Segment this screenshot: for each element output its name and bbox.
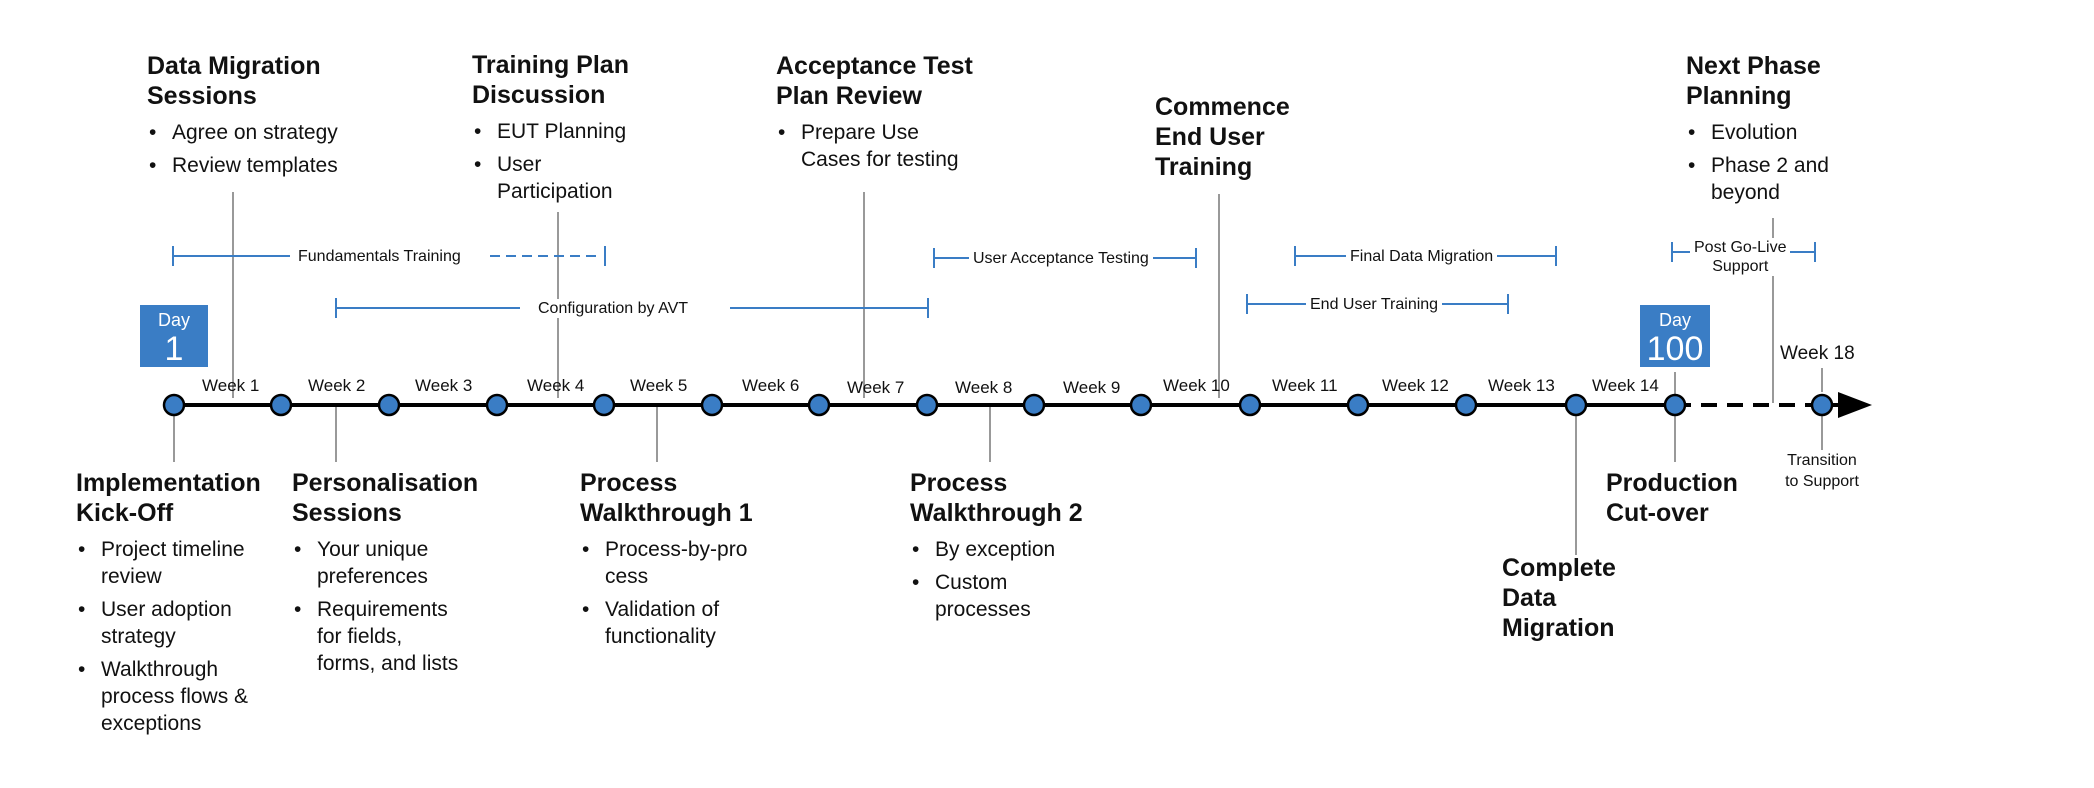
milestone-commence-end-user-training: Commence End User Training (1155, 92, 1325, 182)
week-label: Week 14 (1592, 376, 1659, 395)
bullet-item: User adoption strategy (76, 596, 296, 650)
timeline-node (269, 393, 293, 417)
milestone-bullets: Evolution Phase 2 and beyond (1686, 119, 1886, 206)
timeline-node (1346, 393, 1370, 417)
bullet-item: Project timeline review (76, 536, 296, 590)
bullet-item: Process-by-pro cess (580, 536, 790, 590)
timeline-node (1022, 393, 1046, 417)
day-100-label: Day (1658, 310, 1691, 330)
day-1-value: 1 (164, 330, 184, 368)
week-label: Week 4 (527, 376, 585, 395)
milestone-personalisation-sessions: Personalisation Sessions Your unique pre… (292, 468, 512, 683)
timeline-node (377, 393, 401, 417)
bullet-item: Evolution (1686, 119, 1886, 146)
timeline-node (915, 393, 939, 417)
day-1-label: Day (157, 310, 190, 330)
milestone-bullets: Agree on strategy Review templates (147, 119, 367, 179)
bullet-item: Prepare Use Cases for testing (776, 119, 1016, 173)
day-1-badge: Day 1 (140, 305, 208, 367)
milestone-complete-data-migration: Complete Data Migration (1502, 553, 1672, 643)
milestone-title: Personalisation Sessions (292, 469, 479, 527)
milestone-training-plan-discussion: Training Plan Discussion EUT Planning Us… (472, 50, 672, 211)
bullet-item: Walkthrough process flows & exceptions (76, 656, 296, 737)
milestone-title: Commence End User Training (1155, 93, 1290, 181)
phase-bar-label: Configuration by AVT (534, 299, 693, 318)
milestone-process-walkthrough-1: Process Walkthrough 1 Process-by-pro ces… (580, 468, 790, 656)
milestone-title: Production Cut-over (1606, 469, 1738, 527)
week-label: Week 2 (308, 376, 366, 395)
milestone-title: Implementation Kick-Off (76, 469, 261, 527)
bullet-item: Custom processes (910, 569, 1120, 623)
milestone-acceptance-test-plan-review: Acceptance Test Plan Review Prepare Use … (776, 51, 1016, 179)
phase-bar-label: Final Data Migration (1346, 247, 1498, 266)
bar-fundamentals-training (172, 246, 606, 266)
timeline-node (162, 393, 186, 417)
timeline-node (1564, 393, 1588, 417)
milestone-implementation-kickoff: Implementation Kick-Off Project timeline… (76, 468, 296, 743)
phase-bar-label: Fundamentals Training (294, 247, 465, 266)
timeline-node (1129, 393, 1153, 417)
bar-configuration (335, 298, 929, 318)
week-label: Week 11 (1272, 376, 1338, 395)
timeline-node (807, 393, 831, 417)
milestone-title: Complete Data Migration (1502, 554, 1616, 642)
bullet-item: Requirements for fields, forms, and list… (292, 596, 512, 677)
timeline-nodes (162, 393, 1834, 417)
timeline-node (700, 393, 724, 417)
week-label: Week 13 (1488, 376, 1555, 395)
bullet-item: Your unique preferences (292, 536, 512, 590)
milestone-next-phase-planning: Next Phase Planning Evolution Phase 2 an… (1686, 51, 1886, 212)
week-label: Week 8 (955, 378, 1013, 397)
day-100-badge: Day 100 (1640, 305, 1710, 367)
timeline-node (1454, 393, 1478, 417)
day-100-value: 100 (1646, 330, 1704, 368)
timeline-node (1238, 393, 1262, 417)
bullet-item: Review templates (147, 152, 367, 179)
bullet-item: By exception (910, 536, 1120, 563)
week-label: Week 10 (1163, 376, 1230, 395)
week-label: Week 9 (1063, 378, 1121, 397)
timeline-node (1663, 393, 1687, 417)
milestone-bullets: By exception Custom processes (910, 536, 1120, 623)
milestone-title: Acceptance Test Plan Review (776, 52, 973, 110)
milestone-process-walkthrough-2: Process Walkthrough 2 By exception Custo… (910, 468, 1120, 629)
week-label: Week 1 (202, 376, 260, 395)
milestone-bullets: Process-by-pro cess Validation of functi… (580, 536, 790, 650)
milestone-title: Data Migration Sessions (147, 52, 321, 110)
bullet-item: Validation of functionality (580, 596, 790, 650)
week-label: Week 3 (415, 376, 473, 395)
milestone-title: Next Phase Planning (1686, 52, 1821, 110)
bullet-item: User Participation (472, 151, 672, 205)
phase-bar-label: User Acceptance Testing (969, 249, 1153, 268)
timeline-node (592, 393, 616, 417)
week-label: Week 18 (1780, 343, 1855, 364)
milestone-bullets: EUT Planning User Participation (472, 118, 672, 205)
milestone-title: Training Plan Discussion (472, 51, 629, 109)
phase-bar-label: Post Go-Live Support (1690, 238, 1791, 276)
timeline-arrowhead (1838, 392, 1872, 418)
timeline-node (1810, 393, 1834, 417)
bullet-item: Phase 2 and beyond (1686, 152, 1886, 206)
bullet-item: Agree on strategy (147, 119, 367, 146)
week-label: Week 6 (742, 376, 800, 395)
timeline-node (485, 393, 509, 417)
milestone-bullets: Prepare Use Cases for testing (776, 119, 1016, 173)
milestone-title: Process Walkthrough 2 (910, 469, 1083, 527)
bullet-item: EUT Planning (472, 118, 672, 145)
milestone-bullets: Your unique preferences Requirements for… (292, 536, 512, 677)
milestone-bullets: Project timeline review User adoption st… (76, 536, 296, 737)
week-label: Week 7 (847, 378, 905, 397)
milestone-production-cutover: Production Cut-over (1606, 468, 1766, 528)
week-label: Week 12 (1382, 376, 1449, 395)
transition-to-support-note: Transition to Support (1785, 452, 1859, 490)
phase-bar-label: End User Training (1306, 295, 1443, 314)
milestone-title: Process Walkthrough 1 (580, 469, 753, 527)
milestone-data-migration-sessions: Data Migration Sessions Agree on strateg… (147, 51, 367, 185)
week-label: Week 5 (630, 376, 688, 395)
